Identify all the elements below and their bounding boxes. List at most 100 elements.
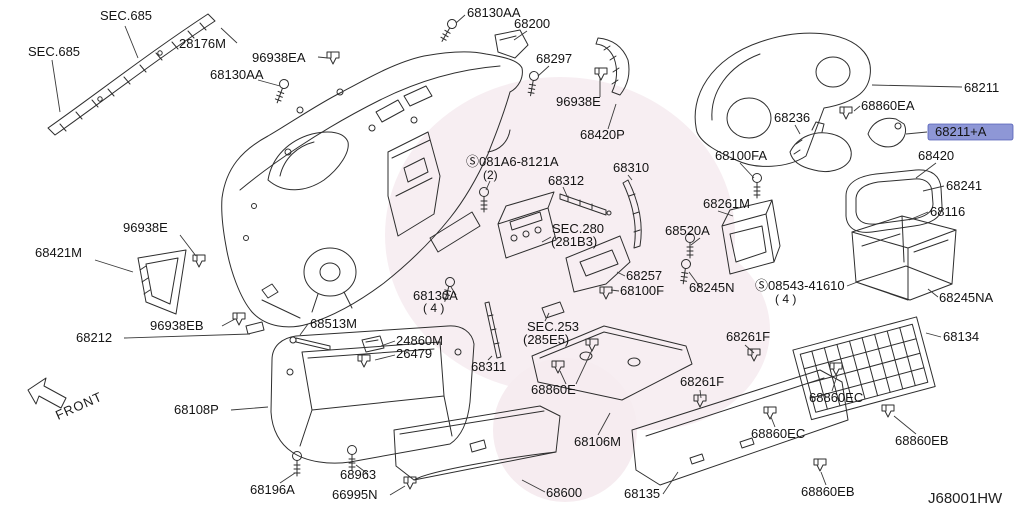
label-68116: 68116	[930, 204, 965, 219]
part-68513M-damper	[289, 336, 331, 351]
label-08543-qty: ( 4 )	[775, 292, 796, 306]
label-68212: 68212	[76, 330, 112, 345]
part-68310-rod	[622, 179, 642, 249]
label-68100F: 68100F	[620, 283, 664, 298]
label-24860M: 24860M	[396, 333, 443, 348]
part-68200-instrument-panel	[221, 29, 529, 328]
label-68130AA-left: 68130AA	[210, 67, 264, 82]
part-sec685-rail	[47, 13, 216, 136]
part-68311-rod	[484, 301, 502, 359]
label-68860EB-a: 68860EB	[895, 433, 949, 448]
label-68261F-a: 68261F	[726, 329, 770, 344]
label-sec280: SEC.280	[552, 221, 604, 236]
part-66995N-clip	[403, 476, 417, 490]
part-68134-reinforcement-panel	[792, 316, 936, 421]
part-68860EC-clip-a	[829, 362, 843, 376]
label-sec685-left: SEC.685	[28, 44, 80, 59]
part-68211A-finisher	[867, 117, 907, 148]
part-68236-bracket	[789, 121, 852, 173]
label-68420P: 68420P	[580, 127, 625, 142]
background-watermark	[385, 77, 770, 502]
label-68130AA-top: 68130AA	[467, 5, 521, 20]
label-68297: 68297	[536, 51, 572, 66]
part-68245NA-frame	[851, 215, 957, 301]
part-96938E-clip-right	[594, 67, 608, 81]
label-68134: 68134	[943, 329, 979, 344]
part-68211-cluster-lid	[694, 32, 871, 167]
label-68211A: 68211+A	[935, 124, 987, 139]
part-68312-rod	[559, 193, 612, 216]
label-68513M: 68513M	[310, 316, 357, 331]
label-68130A-qty: ( 4 )	[423, 301, 444, 315]
label-68860EC-b: 68860EC	[751, 426, 805, 441]
part-labels: SEC.685 SEC.685 28176M 96938EA 68130AA 6…	[28, 5, 999, 502]
label-68106M: 68106M	[574, 434, 621, 449]
front-direction-label: FRONT	[53, 389, 105, 423]
label-68600: 68600	[546, 485, 582, 500]
label-96938EB: 96938EB	[150, 318, 204, 333]
part-68420-lid	[845, 169, 943, 233]
label-081A6-8121A: Ⓢ081A6-8121A	[466, 154, 559, 169]
label-sec280-sub: (281B3)	[551, 234, 597, 249]
highlight-box	[927, 123, 1014, 141]
part-68261M-box	[721, 199, 781, 275]
label-96938E-right: 96938E	[556, 94, 601, 109]
label-68261M: 68261M	[703, 196, 750, 211]
part-68860EB-clip-a	[881, 404, 895, 418]
part-68130AA-screw-left	[272, 77, 291, 105]
label-26479: 26479	[396, 346, 432, 361]
highlighted-part-callout[interactable]: 68211+A	[927, 123, 1014, 141]
label-68311: 68311	[471, 359, 506, 374]
label-68420: 68420	[918, 148, 954, 163]
part-68860EB-clip-b	[813, 458, 827, 472]
label-sec253: SEC.253	[527, 319, 579, 334]
label-96938E-left: 96938E	[123, 220, 168, 235]
drawing-number: J68001HW	[928, 490, 1003, 507]
label-68236: 68236	[774, 110, 810, 125]
label-68200: 68200	[514, 16, 550, 31]
part-68106M-under-cover	[531, 325, 693, 401]
label-68860EC-a: 68860EC	[809, 390, 863, 405]
part-68421M-side-finisher	[137, 249, 187, 315]
label-68860E: 68860E	[531, 382, 576, 397]
leader-lines	[51, 14, 963, 496]
part-96938E-clip-left	[192, 254, 206, 268]
label-68860EB-b: 68860EB	[801, 484, 855, 499]
label-96938EA: 96938EA	[252, 50, 306, 65]
part-sec253-bracket	[541, 301, 565, 319]
label-sec685-top: SEC.685	[100, 8, 152, 23]
part-68860EA-clip	[839, 106, 853, 120]
label-28176M: 28176M	[179, 36, 226, 51]
part-68108P-glovebox-housing	[270, 325, 475, 464]
part-68135-console-side-panel	[631, 369, 849, 486]
part-sec280-audio-unit	[497, 191, 557, 259]
label-68312: 68312	[548, 173, 584, 188]
part-68420P-finisher	[595, 37, 630, 96]
label-68261F-b: 68261F	[680, 374, 724, 389]
label-08543-41610: Ⓢ08543-41610	[755, 278, 845, 293]
label-081A6-qty: (2)	[483, 168, 498, 182]
label-68860EA: 68860EA	[861, 98, 915, 113]
label-68245N: 68245N	[689, 280, 735, 295]
part-68130AA-screw-top	[437, 17, 459, 45]
label-68421M: 68421M	[35, 245, 82, 260]
label-68108P: 68108P	[174, 402, 219, 417]
label-68520A: 68520A	[665, 223, 710, 238]
label-68135: 68135	[624, 486, 660, 501]
label-68241: 68241	[946, 178, 982, 193]
part-68600-glovebox-lid	[393, 405, 561, 481]
label-68245NA: 68245NA	[939, 290, 994, 305]
part-68212-bracket	[245, 321, 265, 335]
label-sec253-sub: (285E5)	[523, 332, 569, 347]
part-68860EC-clip-b	[763, 406, 777, 420]
label-68211: 68211	[964, 80, 999, 95]
part-68100FA-screw	[752, 173, 762, 199]
label-68310: 68310	[613, 160, 649, 175]
diagram-line-art	[27, 13, 957, 490]
label-68130A: 68130A	[413, 288, 458, 303]
label-66995N: 66995N	[332, 487, 378, 502]
label-68257: 68257	[626, 268, 662, 283]
label-68196A: 68196A	[250, 482, 295, 497]
label-68963: 68963	[340, 467, 376, 482]
